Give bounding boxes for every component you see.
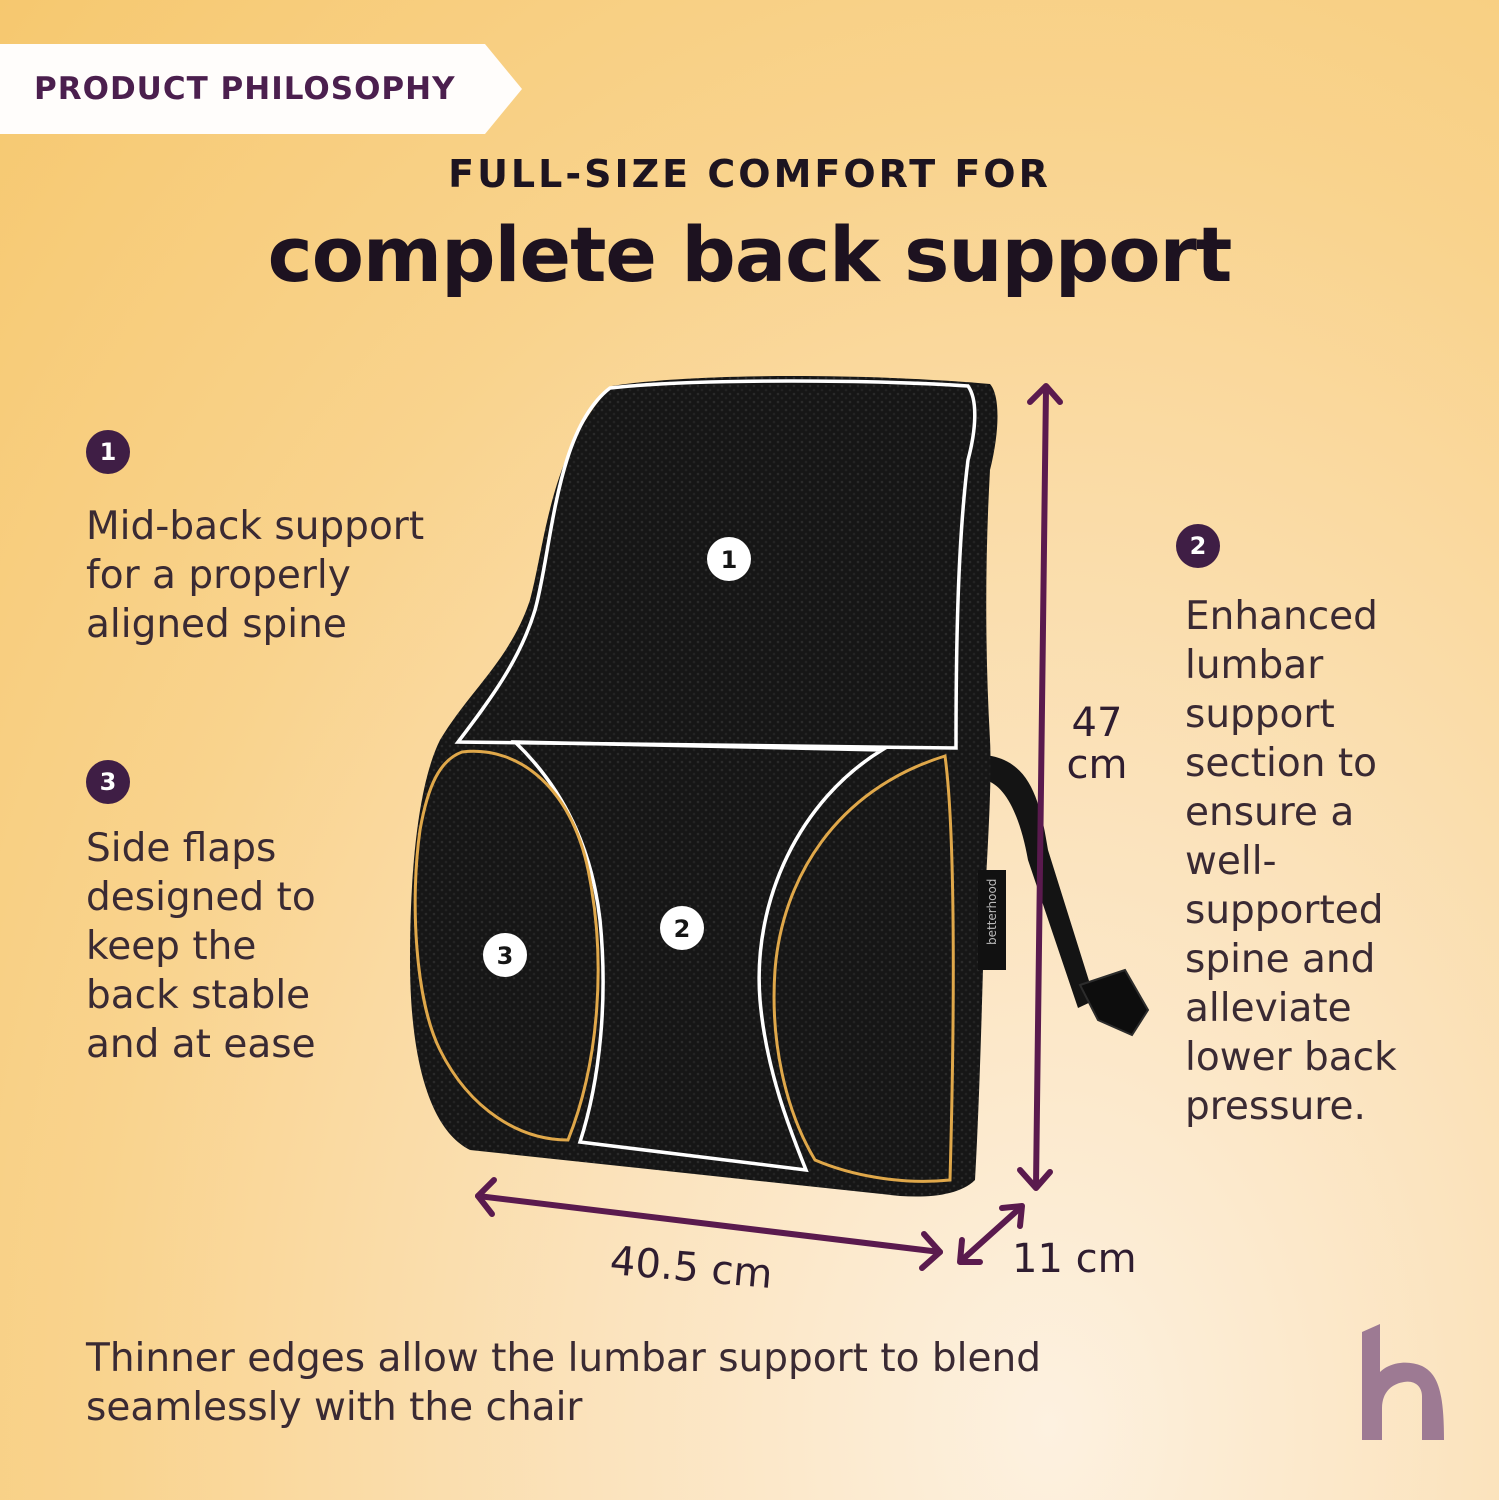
- svg-text:2: 2: [674, 915, 691, 943]
- cushion-brand-label: betterhood: [985, 879, 999, 945]
- ribbon-label: PRODUCT PHILOSOPHY: [34, 71, 456, 107]
- center-panel-outline: [510, 740, 889, 1173]
- cushion-marker-2: 2: [660, 906, 704, 950]
- footer-note: Thinner edges allow the lumbar support t…: [86, 1336, 1041, 1430]
- feature-2-text: Enhanced lumbar support section to ensur…: [1185, 594, 1397, 1129]
- height-value: 47: [1071, 700, 1123, 746]
- page-title: complete back support: [267, 210, 1233, 299]
- depth-arrow: [957, 1203, 1025, 1265]
- page-subtitle: FULL-SIZE COMFORT FOR: [448, 152, 1051, 196]
- top-panel-outline: [454, 379, 977, 750]
- cushion-body: [410, 376, 998, 1197]
- svg-text:3: 3: [497, 942, 514, 970]
- section-ribbon: PRODUCT PHILOSOPHY: [0, 44, 522, 134]
- cushion-brand-tag: [978, 870, 1006, 970]
- width-arrow: [475, 1177, 943, 1271]
- left-flap-outline: [413, 749, 600, 1142]
- feature-1-text: Mid-back support for a properly aligned …: [86, 504, 425, 647]
- svg-text:1: 1: [721, 546, 738, 574]
- strap: [985, 755, 1150, 1037]
- brand-b-logo-icon: [1362, 1324, 1444, 1440]
- height-unit: cm: [1066, 742, 1128, 788]
- right-flap-outline: [772, 754, 955, 1183]
- feature-3-text: Side flaps designed to keep the back sta…: [86, 826, 316, 1067]
- cushion-marker-1: 1: [707, 537, 751, 581]
- feature-2-badge: 2: [1176, 524, 1220, 568]
- cushion-marker-3: 3: [483, 933, 527, 977]
- height-arrow: [1017, 383, 1063, 1191]
- feature-1-badge: 1: [86, 430, 130, 474]
- depth-label: 11 cm: [1012, 1236, 1137, 1282]
- feature-3-badge: 3: [86, 760, 130, 804]
- height-label: 47 cm: [1062, 702, 1132, 786]
